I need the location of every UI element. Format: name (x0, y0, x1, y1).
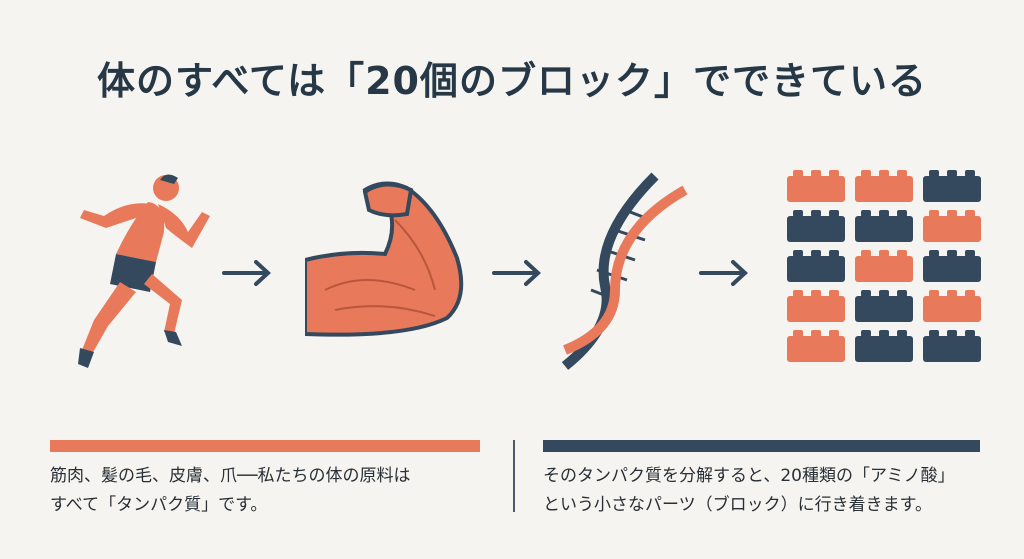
right-caption: そのタンパク質を分解すると、20種類の「アミノ酸」 という小さなパーツ（ブロック… (543, 462, 955, 520)
flexed-muscle-arm-icon (305, 181, 464, 337)
amino-block (923, 210, 981, 242)
amino-block (923, 330, 981, 362)
arrow-right-icon (222, 260, 271, 286)
amino-block (787, 250, 845, 282)
amino-block (855, 330, 913, 362)
amino-block (855, 250, 913, 282)
amino-block (923, 250, 981, 282)
running-person-icon (78, 174, 210, 368)
left-caption: 筋肉、髪の毛、皮膚、爪──私たちの体の原料は すべて「タンパク質」です。 (50, 462, 410, 520)
left-caption-line2: すべて「タンパク質」です。 (50, 495, 268, 515)
amino-block (923, 290, 981, 322)
amino-block (855, 210, 913, 242)
arrow-right-icon (699, 260, 748, 286)
amino-block (787, 330, 845, 362)
left-accent-bar (50, 440, 480, 452)
amino-block (923, 170, 981, 202)
amino-block (855, 170, 913, 202)
divider (513, 440, 515, 512)
right-caption-line1: そのタンパク質を分解すると、20種類の「アミノ酸」 (543, 466, 955, 486)
amino-block (787, 170, 845, 202)
dna-helix-icon (561, 172, 688, 370)
arrow-right-icon (492, 260, 541, 286)
right-caption-line2: という小さなパーツ（ブロック）に行き着きます。 (543, 495, 932, 515)
amino-block (787, 290, 845, 322)
amino-block (855, 290, 913, 322)
page-title: 体のすべては「20個のブロック」でできている (97, 59, 927, 103)
amino-block (787, 210, 845, 242)
left-caption-line1: 筋肉、髪の毛、皮膚、爪──私たちの体の原料は (50, 466, 411, 486)
right-accent-bar (543, 440, 980, 452)
amino-acid-blocks-icon (787, 170, 981, 362)
